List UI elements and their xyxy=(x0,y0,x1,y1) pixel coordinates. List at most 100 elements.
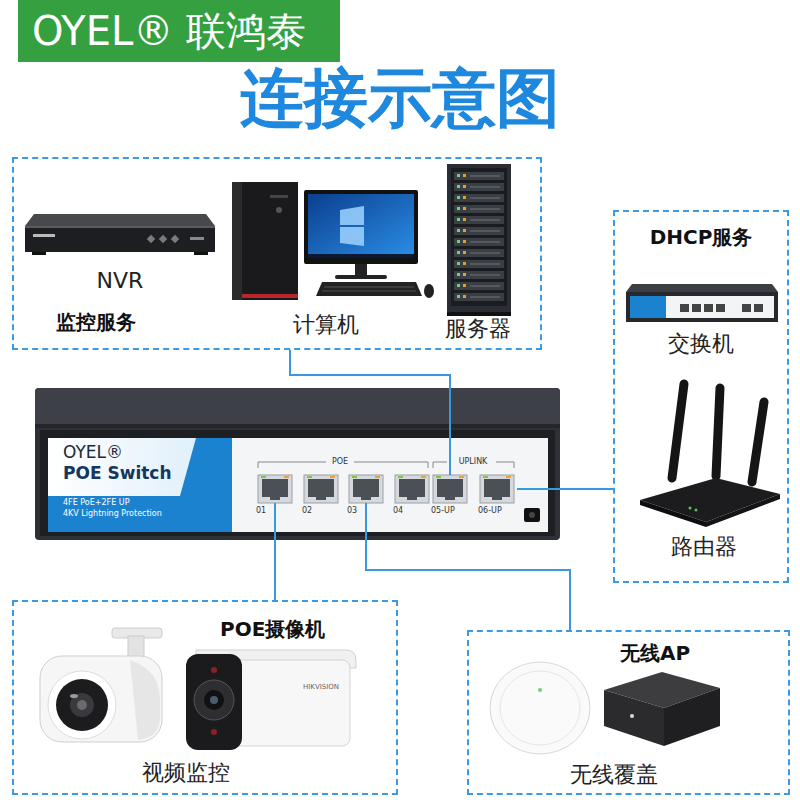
node-label: 02 xyxy=(302,506,312,515)
network-cable xyxy=(290,350,450,475)
switch-device: 交换机 xyxy=(620,274,782,366)
dome-camera-drawing xyxy=(70,693,94,717)
router-drawing xyxy=(640,384,780,527)
small-switch-drawing xyxy=(716,304,725,312)
ceiling-ap-drawing xyxy=(500,671,580,745)
poe-switch-drawing xyxy=(433,462,434,468)
poe-switch-drawing xyxy=(35,388,560,540)
poe-switch-drawing xyxy=(496,462,514,463)
node-label: 交换机 xyxy=(668,331,734,356)
computer-drawing xyxy=(304,190,418,264)
diagram-title: 连接示意图 xyxy=(240,62,560,136)
server-drawing xyxy=(454,249,504,257)
bullet-camera-drawing xyxy=(211,667,217,673)
dome-camera-drawing xyxy=(70,694,78,698)
computer-drawing xyxy=(340,227,364,246)
small-switch-drawing xyxy=(692,304,701,312)
server-drawing xyxy=(451,168,507,306)
poe-switch-drawing xyxy=(304,475,338,503)
node-text: 无线覆盖 xyxy=(570,762,658,787)
computer-drawing xyxy=(316,282,422,296)
ceiling-ap-drawing xyxy=(538,688,542,692)
node-label: 03 xyxy=(347,506,357,515)
computer-drawing xyxy=(232,182,298,300)
node-label: 01 xyxy=(256,506,266,515)
dome-camera-drawing xyxy=(56,679,108,731)
server-drawing xyxy=(454,194,504,202)
router-drawing xyxy=(689,507,692,510)
bullet-camera-drawing xyxy=(210,696,218,704)
poe-port: 03 xyxy=(346,475,386,503)
nvr-drawing xyxy=(25,226,215,228)
node-label: OYEL® xyxy=(63,443,123,463)
service-group: 监控服务NVR计算机服务器 xyxy=(12,157,542,350)
computer-drawing xyxy=(232,182,434,300)
nvr-drawing xyxy=(32,252,46,255)
node-text: UPLINK xyxy=(459,457,488,466)
computer-drawing xyxy=(308,254,414,258)
poe-switch-drawing xyxy=(428,462,429,468)
node-text: 视频监控 xyxy=(142,760,230,785)
node-label: 监控服务 xyxy=(56,311,136,334)
server-drawing xyxy=(454,227,504,235)
server-drawing xyxy=(454,238,504,246)
node-label: NVR xyxy=(97,268,144,293)
router-drawing xyxy=(672,384,684,478)
small-switch-drawing xyxy=(754,304,763,312)
nvr-drawing xyxy=(33,234,55,237)
brand-badge: OYEL® 联鸿泰 xyxy=(18,0,340,62)
router-drawing xyxy=(706,494,780,527)
camera-group: POE摄像机视频监控 xyxy=(12,600,398,795)
computer-drawing xyxy=(335,275,387,279)
poe-switch-drawing xyxy=(35,388,560,540)
computer-drawing xyxy=(232,182,242,300)
ceiling-ap-drawing xyxy=(490,662,590,754)
ap-box-drawing xyxy=(604,690,664,746)
small-switch-drawing xyxy=(630,296,774,318)
node-label: 无线AP xyxy=(620,642,690,665)
network-cable xyxy=(274,503,276,600)
poe-switch-drawing xyxy=(395,475,429,503)
bullet-camera-drawing xyxy=(204,690,224,710)
computer-drawing xyxy=(276,207,282,213)
small-switch-drawing xyxy=(626,292,778,322)
network-cable xyxy=(517,488,613,490)
poe-port: 02 xyxy=(301,475,341,503)
router-drawing xyxy=(752,402,764,482)
poe-switch-drawing xyxy=(40,430,555,536)
node-label: POE摄像机 xyxy=(220,618,325,641)
uplink-port: 05-UP xyxy=(430,475,470,503)
server-drawing xyxy=(447,164,511,316)
router-drawing xyxy=(640,500,706,527)
poe-switch-drawing xyxy=(48,438,232,532)
nvr-drawing xyxy=(171,235,179,243)
nvr-drawing xyxy=(190,237,204,240)
poe-port: 01 xyxy=(255,475,295,503)
poe-switch-drawing xyxy=(35,424,560,428)
node-label: 路由器 xyxy=(671,534,737,559)
poe-switch-drawing xyxy=(529,512,535,518)
computer-drawing xyxy=(340,206,364,225)
dhcp-group: DHCP服务交换机路由器 xyxy=(613,210,789,583)
server-drawing xyxy=(454,172,504,180)
dome-camera-drawing xyxy=(48,671,116,739)
wireless-group: 无线AP 无线覆盖 xyxy=(467,630,790,795)
nvr-drawing xyxy=(194,252,208,255)
node-text: 4FE PoE+2FE UP xyxy=(63,498,129,507)
poe-switch-drawing xyxy=(433,462,447,463)
computer-device: 计算机 xyxy=(226,168,426,344)
computer-drawing xyxy=(324,286,414,288)
small-switch-drawing xyxy=(626,284,778,292)
nvr-drawing xyxy=(25,214,215,226)
dome-camera-drawing xyxy=(40,656,162,742)
computer-drawing xyxy=(242,294,298,298)
node-label: 计算机 xyxy=(293,312,359,337)
dome-camera-drawing xyxy=(40,628,162,742)
poe-switch-drawing xyxy=(480,475,514,503)
server-drawing xyxy=(454,183,504,191)
poe-switch-drawing xyxy=(433,475,467,503)
server-drawing xyxy=(447,312,511,316)
nvr-drawing xyxy=(159,235,167,243)
server-drawing xyxy=(454,293,504,301)
small-switch-drawing xyxy=(630,296,666,318)
